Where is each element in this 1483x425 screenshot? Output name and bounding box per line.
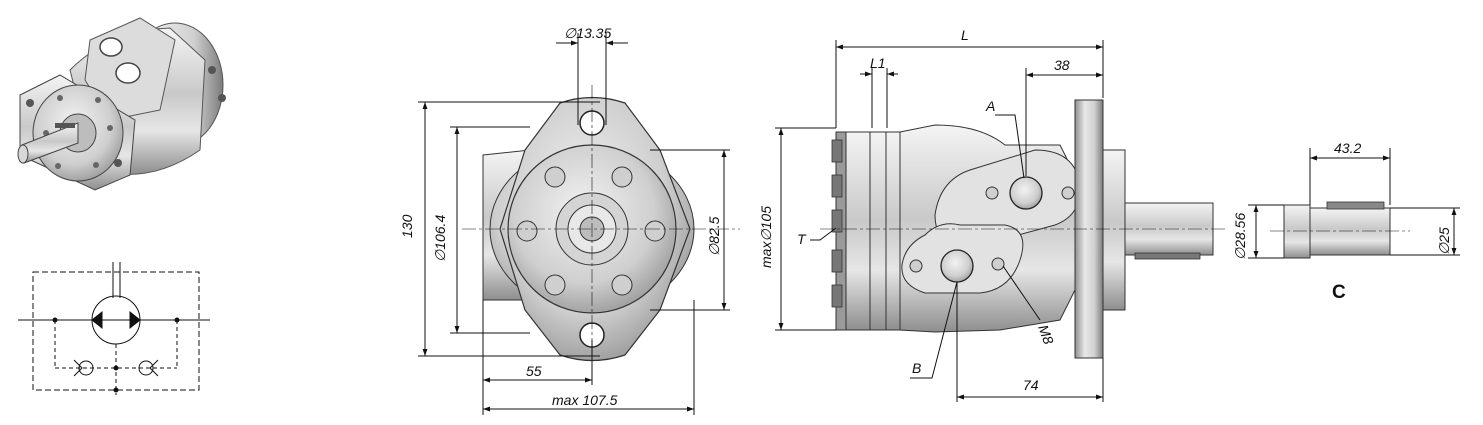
shaft-detail-dimensions bbox=[1248, 148, 1460, 259]
length-l-label: L bbox=[961, 27, 969, 43]
key-length-label: 43.2 bbox=[1334, 140, 1361, 156]
max-width-label: max 107.5 bbox=[552, 392, 618, 408]
pilot-diameter-label: ∅82.5 bbox=[706, 216, 722, 256]
length-74-label: 74 bbox=[1023, 377, 1039, 393]
front-view-dimensions bbox=[418, 33, 740, 415]
shaft-detail-view bbox=[1283, 201, 1391, 259]
thread-m8-label: M8 bbox=[1035, 323, 1057, 347]
height-130-label: 130 bbox=[399, 214, 415, 238]
shaft-diameter-label: ∅25 bbox=[1436, 227, 1452, 255]
port-t-label: T bbox=[797, 231, 807, 247]
length-38-label: 38 bbox=[1054, 57, 1070, 73]
bolt-circle-label: ∅106.4 bbox=[432, 215, 448, 262]
view-c-label: C bbox=[1332, 282, 1346, 303]
side-view-dimensions bbox=[775, 40, 1225, 402]
port-b-label: B bbox=[912, 360, 921, 376]
key-height-label: ∅28.56 bbox=[1232, 213, 1248, 260]
offset-55-label: 55 bbox=[526, 363, 542, 379]
length-l1-label: L1 bbox=[870, 55, 886, 71]
port-diameter-label: ∅13.35 bbox=[564, 25, 611, 41]
hydraulic-symbol bbox=[18, 262, 210, 395]
port-a-label: A bbox=[985, 98, 995, 114]
motor-isometric-view bbox=[17, 17, 226, 191]
max-body-diameter-label: max∅105 bbox=[758, 206, 774, 268]
